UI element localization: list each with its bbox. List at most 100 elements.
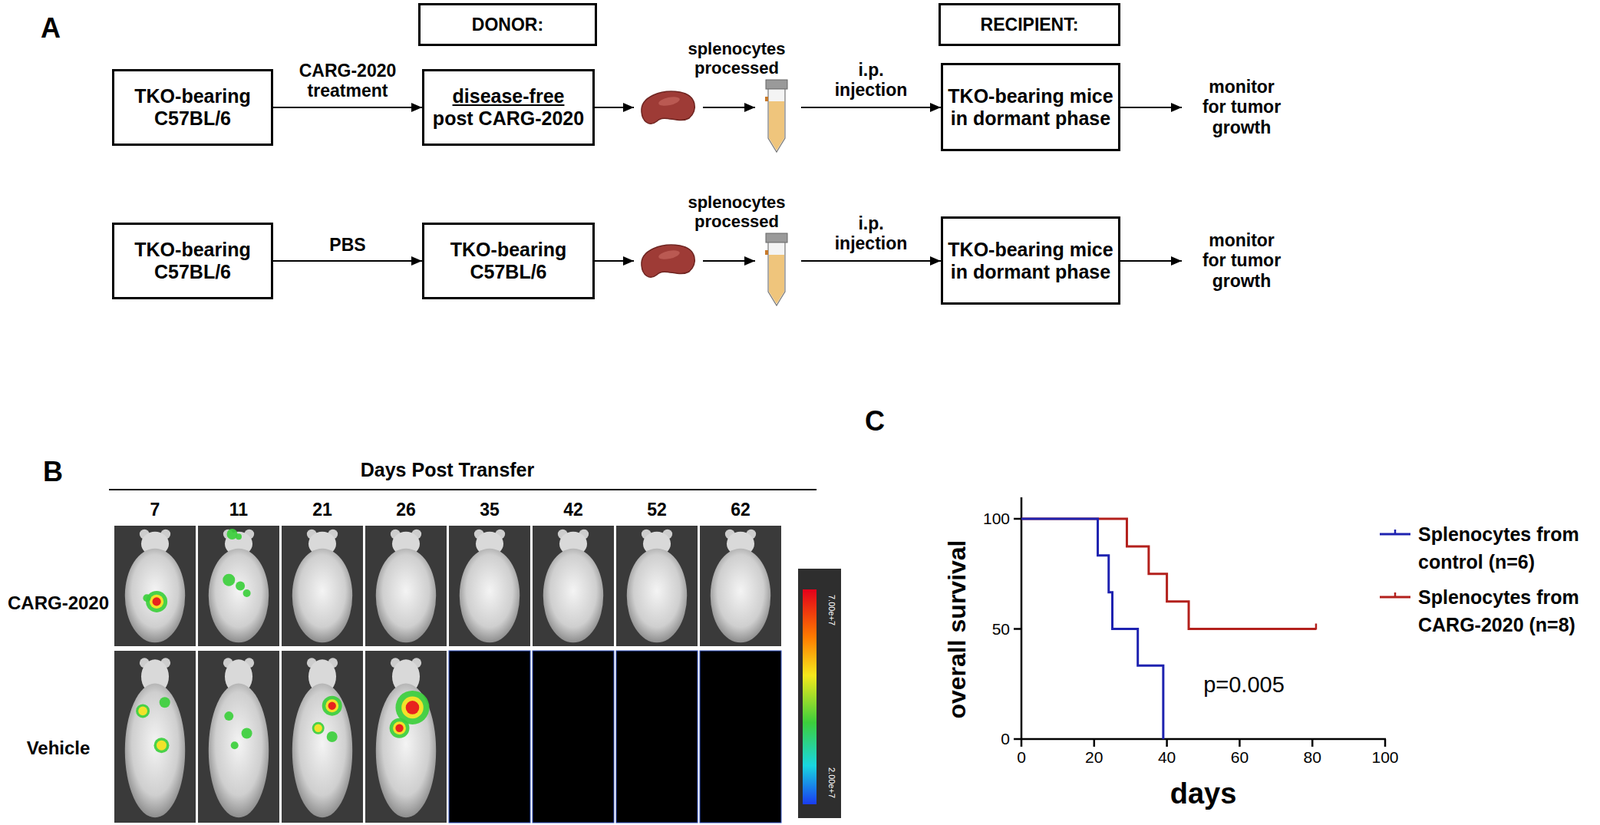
colorbar-frame — [798, 568, 842, 819]
legend-tick — [1394, 529, 1397, 535]
tick-label: 20 — [1085, 748, 1103, 767]
header-rule — [108, 488, 817, 491]
box-text: TKO-bearing C57BL/6 — [118, 238, 267, 284]
signal-blob — [325, 699, 339, 713]
tube-liquid — [768, 101, 785, 151]
mouse-body — [626, 548, 687, 643]
image-frame — [532, 525, 614, 647]
tick-mark — [1020, 738, 1023, 747]
step-label: splenocytes processed — [679, 192, 795, 232]
axis-title: days — [1170, 777, 1238, 812]
day-number: 42 — [563, 499, 584, 520]
p-value: p=0.005 — [1203, 672, 1285, 698]
mouse-body — [376, 548, 436, 643]
box-text: TKO-bearing mice in dormant phase — [947, 85, 1114, 130]
signal-blob — [392, 721, 406, 735]
process-box: TKO-bearing mice in dormant phase — [940, 216, 1121, 305]
process-box: TKO-bearing C57BL/6 — [112, 69, 274, 146]
spleen-highlight — [657, 248, 680, 261]
tick-label: 80 — [1303, 748, 1322, 767]
flow-arrow — [594, 106, 634, 109]
tick-mark — [1013, 517, 1022, 521]
day-number: 21 — [312, 499, 333, 520]
mouse-body — [459, 548, 520, 643]
mouse-body — [710, 548, 771, 643]
mouse-body — [208, 683, 269, 819]
mouse-body — [125, 683, 185, 819]
image-frame — [197, 650, 280, 823]
tick-label: 50 — [992, 619, 1010, 638]
blank-image — [699, 650, 782, 823]
day-number: 11 — [229, 499, 248, 520]
process-box: TKO-bearing C57BL/6 — [422, 222, 595, 300]
image-frame — [114, 525, 196, 647]
signal-blob — [243, 589, 251, 598]
tick-mark — [1165, 738, 1168, 747]
tick-label: 0 — [1016, 748, 1026, 767]
signal-blob — [153, 737, 169, 753]
mouse-body — [376, 683, 436, 819]
panel-letter: A — [40, 12, 61, 44]
signal-blob — [241, 728, 253, 739]
panel-b-art — [108, 489, 842, 823]
flow-arrow — [1120, 260, 1182, 262]
mouse-body — [292, 683, 353, 819]
process-box: TKO-bearing mice in dormant phase — [940, 62, 1121, 152]
day-number: 7 — [150, 499, 161, 520]
tick-label: 100 — [1371, 748, 1399, 767]
survival-curve — [1021, 518, 1317, 630]
tube-cap — [765, 79, 788, 90]
day-number: 35 — [479, 499, 500, 520]
tube-body — [768, 89, 786, 152]
signal-blob — [328, 701, 337, 710]
tick-mark — [1013, 627, 1022, 631]
signal-blob — [138, 706, 148, 716]
image-frame — [114, 650, 196, 823]
row-label: CARG-2020 — [7, 592, 109, 614]
mouse-body — [543, 548, 604, 643]
signal-blob — [389, 718, 410, 739]
tick-label: 0 — [1000, 729, 1010, 749]
image-frame — [281, 525, 363, 647]
spleen-icon — [641, 244, 695, 278]
box-text: DONOR: — [471, 14, 544, 35]
signal-blob — [159, 696, 171, 708]
image-frame — [365, 525, 447, 647]
image-frame — [448, 525, 531, 647]
box-text: TKO-bearing mice in dormant phase — [947, 238, 1114, 284]
legend-line — [1378, 526, 1412, 542]
signal-blob — [235, 581, 245, 591]
process-box: disease-freepost CARG-2020 — [422, 69, 595, 146]
signal-blob — [395, 724, 403, 733]
spleen-icon — [641, 91, 695, 124]
y-axis — [1020, 497, 1023, 740]
flow-arrow — [801, 106, 941, 109]
flow-arrow — [702, 106, 756, 109]
step-label: splenocytes processed — [679, 39, 795, 79]
header-box: RECIPIENT: — [938, 3, 1121, 47]
axis-title: overall survival — [943, 539, 972, 719]
mouse-body — [292, 548, 353, 643]
panel-letter: B — [42, 455, 63, 488]
edge-label: CARG-2020 treatment — [293, 60, 402, 102]
arrow-label: i.p. injection — [828, 213, 914, 255]
signal-blob — [224, 711, 234, 721]
signal-blob — [326, 731, 338, 743]
flow-arrow — [702, 260, 756, 262]
mouse-body — [208, 548, 269, 643]
tube-mark — [765, 96, 769, 102]
signal-blob — [405, 700, 420, 715]
box-text: post CARG-2020 — [432, 107, 584, 130]
x-axis — [1020, 738, 1386, 741]
box-text: TKO-bearing C57BL/6 — [428, 238, 588, 284]
mouse-body — [125, 548, 185, 643]
signal-blob — [401, 696, 424, 720]
tick-mark — [1093, 738, 1096, 747]
colorbar-value: 7.00e+7 — [827, 594, 838, 626]
survival-curve — [1021, 518, 1164, 739]
header-box: DONOR: — [418, 3, 598, 47]
image-frame — [281, 650, 363, 823]
signal-blob — [314, 724, 323, 733]
tick-mark — [1013, 738, 1022, 741]
signal-blob — [222, 574, 235, 587]
